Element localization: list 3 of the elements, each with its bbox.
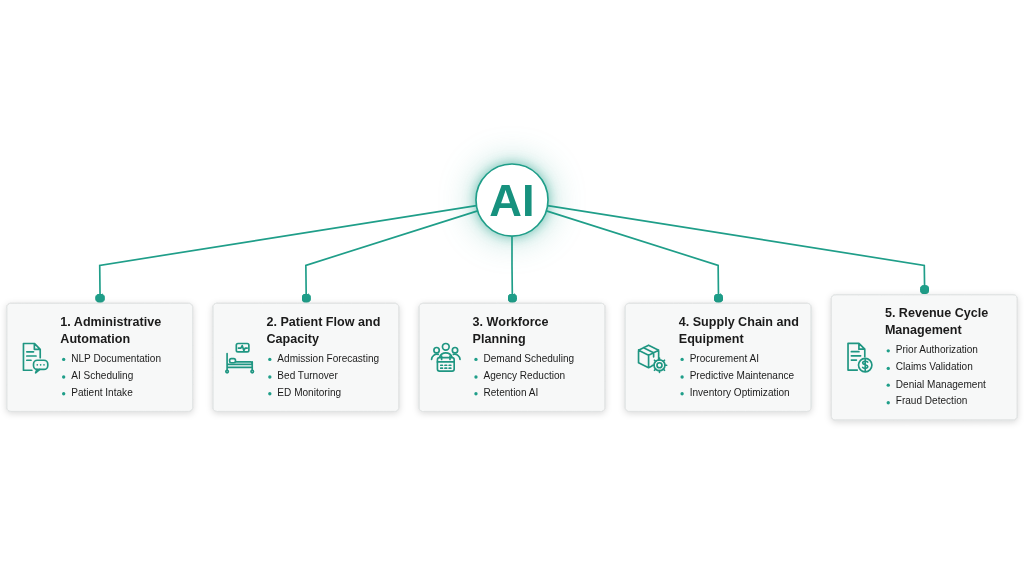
connector xyxy=(507,235,518,305)
node-circle: AI xyxy=(475,163,549,237)
connector xyxy=(95,204,478,305)
